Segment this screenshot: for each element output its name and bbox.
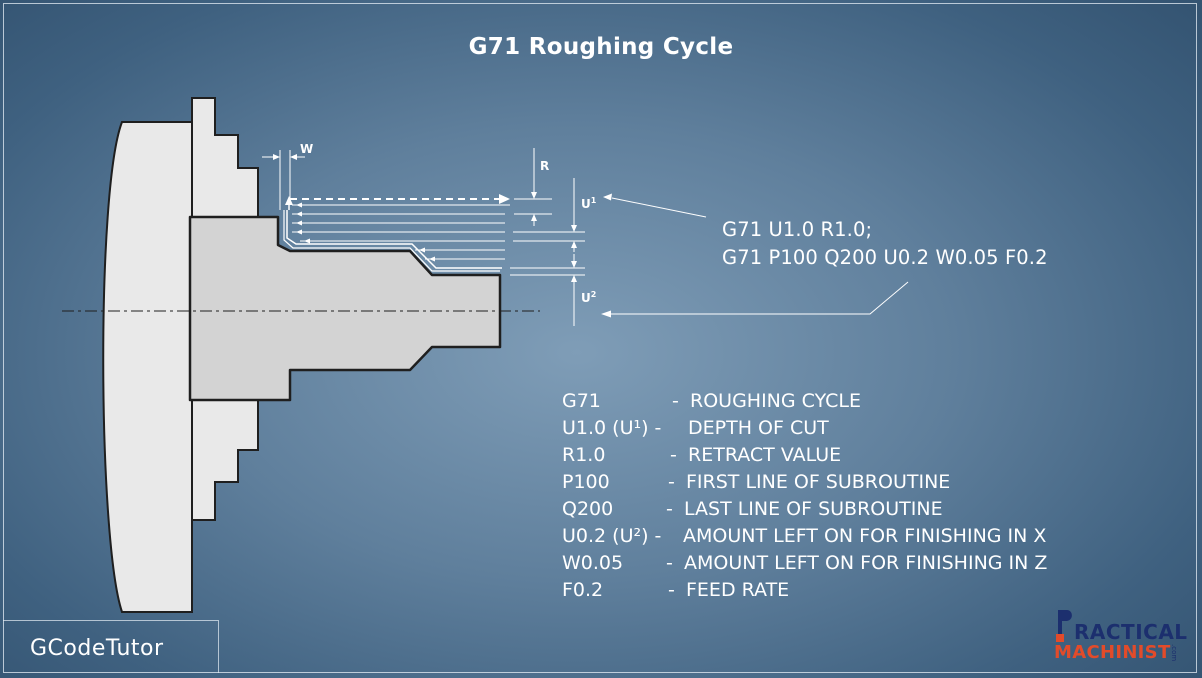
u1-label: U1 — [581, 196, 597, 211]
logo-p-icon — [1056, 610, 1072, 642]
slide-frame — [3, 3, 1197, 673]
legend-separator: - — [672, 390, 679, 412]
logo-line-2: MACHINIST — [1054, 642, 1171, 663]
rapid-arrow — [499, 194, 510, 204]
rapid-up-arrow — [285, 196, 293, 205]
practical-machinist-logo: RACTICAL MACHINIST .com — [1054, 608, 1188, 668]
legend-desc: LAST LINE OF SUBROUTINE — [684, 498, 943, 520]
chuck-body — [102, 121, 193, 613]
logo-suffix: .com — [1170, 644, 1178, 662]
legend-separator: - — [670, 444, 677, 466]
finish-allowance-profile — [286, 210, 502, 269]
r-label: R — [540, 159, 549, 173]
legend-code: U1.0 (U¹) - — [562, 417, 662, 439]
pass-arrowheads — [296, 202, 435, 262]
legend-desc: RETRACT VALUE — [688, 444, 842, 466]
code-line-2: G71 P100 Q200 U0.2 W0.05 F0.2 — [722, 246, 1048, 269]
legend-code: W0.05 — [562, 552, 624, 574]
legend-separator: - — [668, 471, 675, 493]
w-dim-arrow-2 — [290, 154, 297, 160]
legend-separator: - — [668, 579, 675, 601]
legend-code: G71 — [562, 390, 601, 412]
chuck-jaws-lower — [191, 399, 259, 521]
legend-desc: ROUGHING CYCLE — [690, 390, 862, 412]
w-dim-arrow — [273, 154, 280, 160]
legend-desc: FIRST LINE OF SUBROUTINE — [686, 471, 951, 493]
code-line-1: G71 U1.0 R1.0; — [722, 218, 873, 241]
slide-title: G71 Roughing Cycle — [468, 34, 734, 60]
chuck-jaws — [191, 97, 259, 219]
legend-desc: AMOUNT LEFT ON FOR FINISHING IN Z — [684, 552, 1048, 574]
legend-code: U0.2 (U²) - — [562, 525, 662, 547]
legend-code: P100 — [562, 471, 610, 493]
u2-leader — [610, 281, 909, 315]
legend-code: Q200 — [562, 498, 614, 520]
legend-separator: - — [666, 498, 673, 520]
u2-label: U2 — [581, 290, 596, 305]
legend-separator: - — [666, 552, 673, 574]
brand-box: GCodeTutor — [3, 620, 219, 673]
legend-desc: DEPTH OF CUT — [688, 417, 829, 439]
legend-code: F0.2 — [562, 579, 604, 601]
legend-desc: FEED RATE — [686, 579, 790, 601]
legend-code: R1.0 — [562, 444, 606, 466]
brand-name: GCodeTutor — [30, 636, 164, 661]
logo-line-1: RACTICAL — [1074, 620, 1188, 644]
roughing-passes — [292, 204, 510, 260]
legend-desc: AMOUNT LEFT ON FOR FINISHING IN X — [683, 525, 1047, 547]
tool-path-profile — [283, 210, 500, 272]
w-label: W — [300, 142, 313, 156]
u1-leader — [611, 197, 707, 218]
